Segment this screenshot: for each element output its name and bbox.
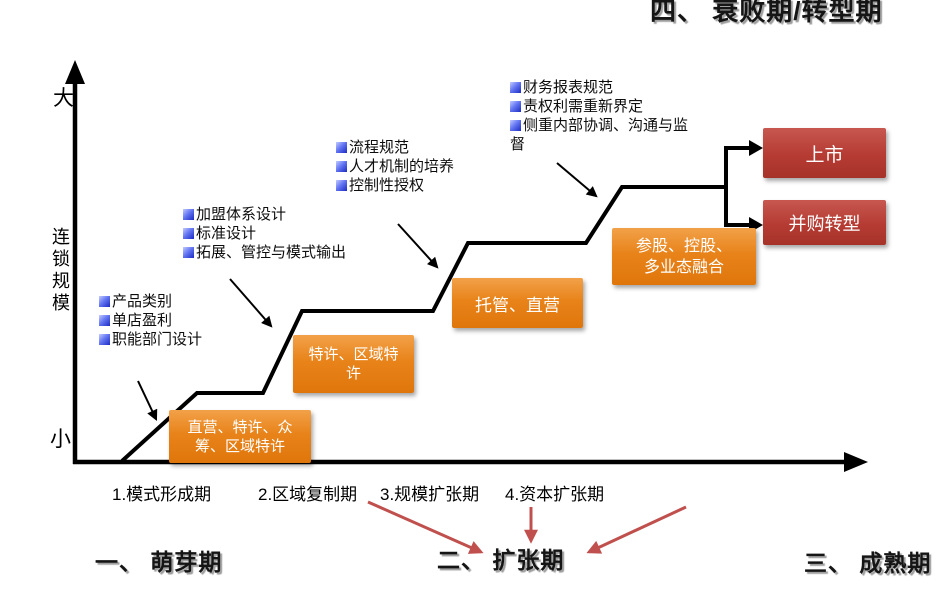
x-label-stage4: 4.资本扩张期 xyxy=(505,485,605,504)
list-item: 财务报表规范 xyxy=(510,78,715,97)
list-item: 单店盈利 xyxy=(99,311,229,330)
phase2-arrows xyxy=(367,500,687,554)
model-box-formation: 直营、特许、众 筹、区域特许 xyxy=(169,410,311,463)
callout-arrows xyxy=(137,162,598,421)
bullet-list-capital: 财务报表规范 责权利需重新界定 侧重内部协调、沟通与监 督 xyxy=(510,78,715,154)
list-item: 加盟体系设计 xyxy=(183,205,373,224)
list-item: 侧重内部协调、沟通与监 督 xyxy=(510,117,689,153)
outcome-branch xyxy=(724,140,763,233)
list-item: 人才机制的培养 xyxy=(336,157,496,176)
square-bullet-icon xyxy=(510,120,521,131)
outcome-box-listing: 上市 xyxy=(763,128,886,178)
list-item: 产品类别 xyxy=(99,292,229,311)
x-label-stage3: 3.规模扩张期 xyxy=(380,485,480,504)
bullet-list-expansion: 流程规范 人才机制的培养 控制性授权 xyxy=(336,138,496,195)
y-axis-label-small: 小 xyxy=(50,428,71,451)
square-bullet-icon xyxy=(336,180,347,191)
section-title-decline: 四、 衰败期/转型期 xyxy=(650,0,883,26)
square-bullet-icon xyxy=(99,315,110,326)
list-item: 职能部门设计 xyxy=(99,330,229,349)
x-label-stage2: 2.区域复制期 xyxy=(258,485,358,504)
phase-title-maturity: 三、 成熟期 xyxy=(804,550,932,576)
bullet-list-formation: 产品类别 单店盈利 职能部门设计 xyxy=(99,292,229,349)
growth-step-curve xyxy=(120,185,726,463)
list-item: 控制性授权 xyxy=(336,176,496,195)
y-axis-label-large: 大 xyxy=(53,87,74,110)
square-bullet-icon xyxy=(336,161,347,172)
list-item: 拓展、管控与模式输出 xyxy=(183,243,373,262)
x-label-stage1: 1.模式形成期 xyxy=(112,485,212,504)
outcome-box-merger: 并购转型 xyxy=(763,200,886,245)
phase-title-expansion: 二、 扩张期 xyxy=(437,547,565,573)
list-item: 标准设计 xyxy=(183,224,373,243)
square-bullet-icon xyxy=(183,209,194,220)
square-bullet-icon xyxy=(183,247,194,258)
square-bullet-icon xyxy=(510,82,521,93)
y-axis xyxy=(65,60,85,464)
square-bullet-icon xyxy=(99,296,110,307)
square-bullet-icon xyxy=(99,334,110,345)
model-box-replication: 特许、区域特 许 xyxy=(293,335,414,393)
square-bullet-icon xyxy=(510,101,521,112)
model-box-expansion: 托管、直营 xyxy=(452,278,583,328)
phase-title-germination: 一、 萌芽期 xyxy=(95,549,223,575)
list-item: 责权利需重新界定 xyxy=(510,97,715,116)
bullet-list-replication: 加盟体系设计 标准设计 拓展、管控与模式输出 xyxy=(183,205,373,262)
list-item: 流程规范 xyxy=(336,138,496,157)
y-axis-label-chain-scale: 连锁规模 xyxy=(52,227,70,313)
square-bullet-icon xyxy=(183,228,194,239)
model-box-capital: 参股、控股、 多业态融合 xyxy=(612,228,756,285)
square-bullet-icon xyxy=(336,142,347,153)
